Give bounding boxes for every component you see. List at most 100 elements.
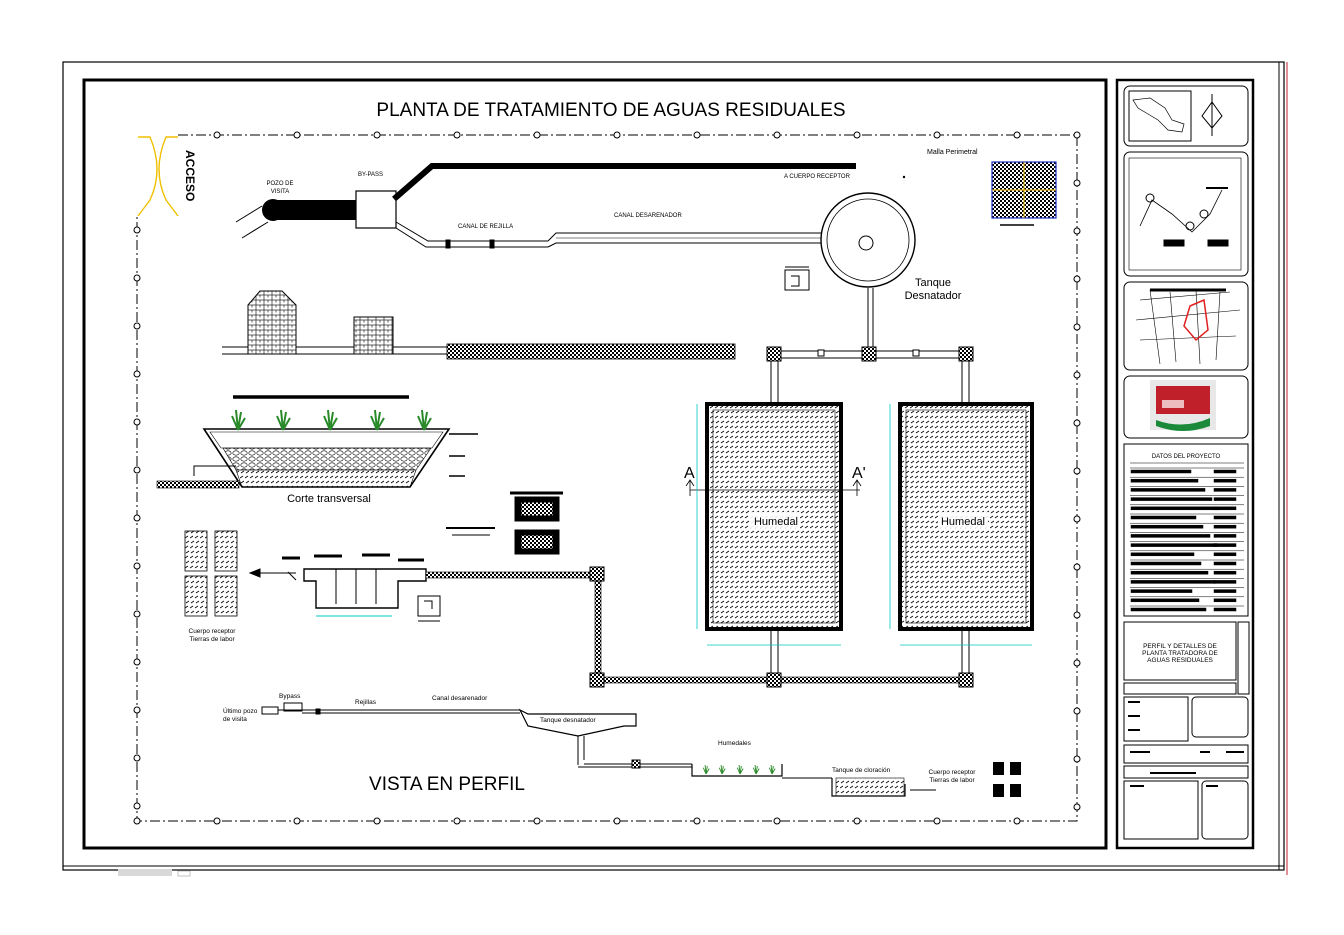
cross-section-wetland — [156, 395, 478, 489]
fence-post — [1013, 817, 1021, 825]
profile-discharge-grates — [993, 762, 1021, 797]
bypass-chamber — [355, 190, 397, 229]
plant-icon — [323, 409, 338, 431]
junction-boxes — [589, 346, 974, 688]
humedal-left-label: Humedal — [754, 516, 798, 528]
fence-post — [133, 370, 141, 378]
plant-icon — [702, 764, 710, 775]
plant-icon — [276, 409, 291, 431]
fence-post — [133, 562, 141, 570]
fence-post — [773, 817, 781, 825]
fence-post — [373, 131, 381, 139]
plant-icon — [231, 409, 246, 431]
fence-post — [213, 817, 221, 825]
data-row-bar — [1130, 570, 1209, 575]
data-row-bar — [1130, 488, 1206, 492]
data-row-bar — [1130, 607, 1207, 612]
city-map-panel — [1123, 281, 1249, 371]
data-row-bar — [1130, 469, 1192, 474]
fence-post — [1073, 275, 1081, 283]
plan-title-panel — [1123, 621, 1250, 695]
wetland-feed-piping — [770, 288, 970, 675]
canal-rejilla-label: CANAL DE REJILLA — [458, 224, 513, 230]
fence-post — [1073, 803, 1081, 811]
fence-post — [773, 131, 781, 139]
profile-canal-desarenador-label: Canal desarenador — [432, 695, 488, 702]
fence-post — [1073, 755, 1081, 763]
fence-post — [1013, 131, 1021, 139]
data-row-bar — [1130, 561, 1202, 566]
discharge-grates — [184, 530, 238, 617]
fence-post — [133, 274, 141, 282]
data-row-value-bar — [1213, 607, 1237, 612]
data-row-bar — [1130, 497, 1213, 501]
plant-icon — [718, 764, 726, 775]
datos-proyecto-header: DATOS DEL PROYECTO — [1152, 454, 1221, 460]
project-data-panel — [1123, 443, 1249, 617]
data-row-value-bar — [1213, 580, 1237, 584]
fence-post — [373, 817, 381, 825]
bypass-line — [392, 163, 856, 202]
access-gate-icon — [137, 136, 179, 217]
acceso-label: ACCESO — [183, 150, 197, 201]
location-map-panel — [1123, 85, 1249, 147]
profile-tanque-cloracion-label: Tanque de cloración — [832, 767, 891, 774]
data-row-value-bar — [1213, 488, 1237, 492]
data-row-value-bar — [1213, 534, 1237, 538]
fence-post — [133, 802, 141, 810]
data-row-bar — [1130, 506, 1220, 511]
corte-transversal-label: Corte transversal — [287, 493, 371, 505]
screen-detail — [991, 161, 1057, 226]
fence-post — [293, 817, 301, 825]
fence-post — [1073, 371, 1081, 379]
fence-post — [1073, 515, 1081, 523]
a-cuerpo-receptor-label: A CUERPO RECEPTOR — [784, 174, 851, 180]
humedal-right-label: Humedal — [941, 516, 985, 528]
bottom-tab-strip — [118, 869, 172, 876]
tanque-desnatador-plan — [820, 192, 916, 288]
profile-rejillas-label: Rejillas — [355, 699, 377, 706]
perimeter-fence — [133, 131, 1081, 825]
bypass-label: BY-PASS — [358, 172, 383, 178]
plant-icon — [417, 409, 432, 431]
section-a-label: A — [684, 465, 695, 482]
data-row-bar — [1130, 524, 1204, 529]
fence-post — [213, 131, 221, 139]
fence-post — [613, 817, 621, 825]
valve-symbol — [784, 266, 810, 291]
fence-post — [1073, 563, 1081, 571]
fence-post — [453, 131, 461, 139]
plant-icon — [370, 409, 385, 431]
fence-post — [1073, 611, 1081, 619]
fence-post — [453, 817, 461, 825]
data-row-value-bar — [1213, 506, 1237, 511]
plant-icon — [768, 764, 776, 775]
fence-post — [693, 817, 701, 825]
data-row-bar — [1130, 580, 1216, 584]
fence-post — [1073, 323, 1081, 331]
fence-post — [533, 131, 541, 139]
data-row-value-bar — [1213, 561, 1237, 566]
detail-boxes — [446, 491, 563, 555]
section-line-a — [685, 479, 862, 496]
fence-post — [1073, 227, 1081, 235]
fence-post — [293, 131, 301, 139]
data-row-bar — [1130, 543, 1218, 547]
signature-panels — [1123, 696, 1249, 840]
pipe-vertical-left — [594, 579, 602, 681]
section-a-prime-label: A' — [852, 465, 866, 482]
fence-post — [133, 226, 141, 234]
malla-perimetral-label: Malla Perimetral — [927, 149, 978, 156]
fence-post — [133, 514, 141, 522]
profile-humedales-label: Humedales — [718, 740, 752, 747]
main-title: PLANTA DE TRATAMIENTO DE AGUAS RESIDUALE… — [376, 100, 845, 121]
chlorination-profile-fill — [835, 777, 905, 797]
fence-post — [1073, 179, 1081, 187]
side-elevation — [222, 290, 736, 360]
data-row-value-bar — [1213, 589, 1237, 593]
pipe-to-chlorination — [425, 571, 591, 579]
plant-icon — [752, 764, 760, 775]
